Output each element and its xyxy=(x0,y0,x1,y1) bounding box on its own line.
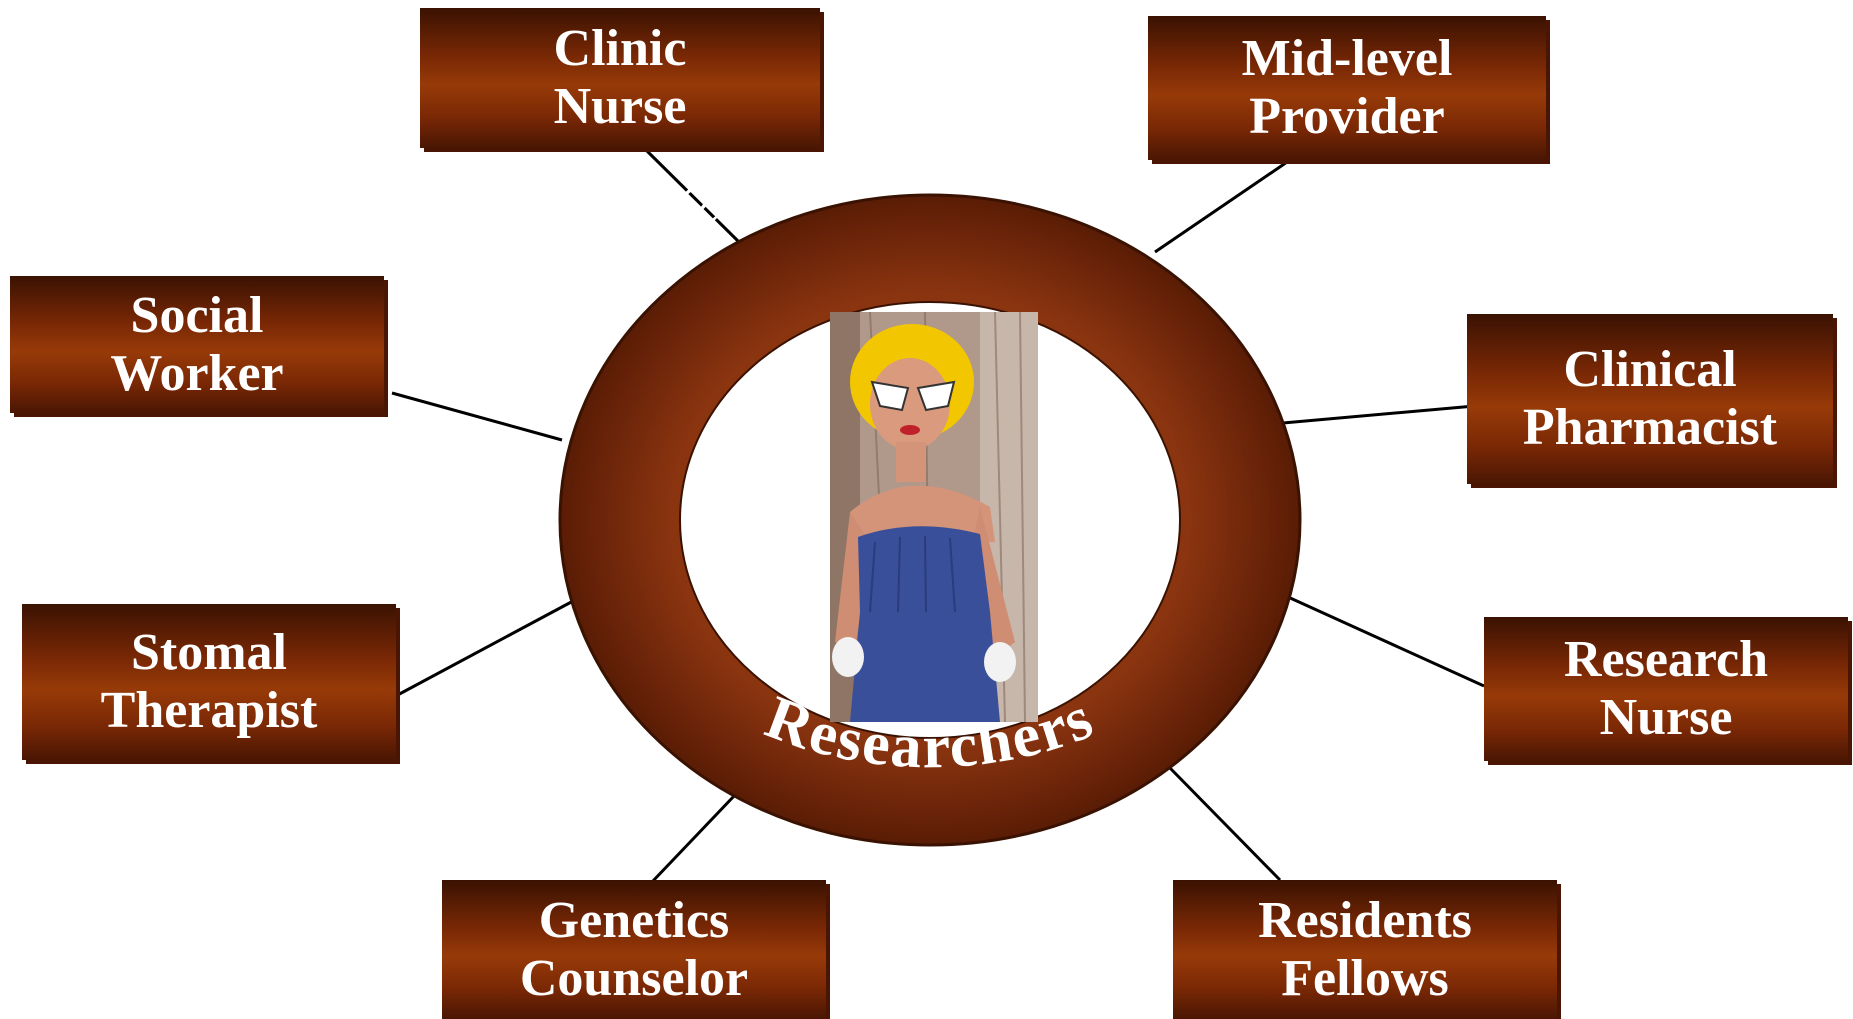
connector-stomal-therapist xyxy=(391,598,576,700)
role-mid-level-provider-line2: Provider xyxy=(1249,88,1445,145)
connector-social-worker xyxy=(391,391,563,442)
role-clinical-pharmacist-line1: Clinical xyxy=(1563,341,1737,398)
center-photo xyxy=(830,312,1038,722)
role-residents-fellows-line2: Fellows xyxy=(1281,949,1449,1007)
connector-clinical-pharmacist xyxy=(1282,403,1487,425)
role-clinic-nurse-line1: Clinic xyxy=(553,20,687,77)
role-research-nurse-line2: Nurse xyxy=(1599,689,1733,746)
role-research-nurse-line1: Research xyxy=(1563,631,1769,688)
role-box-stomal-therapist: Stomal Therapist xyxy=(22,604,396,760)
role-residents-fellows-line1: Residents xyxy=(1258,891,1472,949)
connector-research-nurse xyxy=(1287,595,1485,688)
role-clinical-pharmacist-line2: Pharmacist xyxy=(1522,399,1778,456)
role-mid-level-provider-line1: Mid-level xyxy=(1241,30,1453,87)
role-clinic-nurse-line2: Nurse xyxy=(553,78,687,135)
role-social-worker-line2: Worker xyxy=(110,344,284,402)
role-box-genetics-counselor: Genetics Counselor xyxy=(442,880,826,1019)
role-social-worker-line1: Social xyxy=(130,286,264,344)
connector-residents-fellows xyxy=(1168,766,1282,882)
role-box-clinical-pharmacist: Clinical Pharmacist xyxy=(1467,314,1833,484)
connector-genetics-counselor xyxy=(650,793,737,884)
role-genetics-counselor-line1: Genetics xyxy=(538,891,730,949)
role-box-clinic-nurse: Clinic Nurse xyxy=(420,8,820,148)
connector-clinic-nurse xyxy=(644,148,742,245)
role-box-mid-level-provider: Mid-level Provider xyxy=(1148,16,1546,160)
role-stomal-therapist-line1: Stomal xyxy=(131,624,287,681)
role-stomal-therapist-line2: Therapist xyxy=(100,682,318,739)
role-box-residents-fellows: Residents Fellows xyxy=(1173,880,1557,1019)
role-box-research-nurse: Research Nurse xyxy=(1484,617,1848,761)
role-genetics-counselor-line2: Counselor xyxy=(519,949,749,1007)
role-box-social-worker: Social Worker xyxy=(10,276,384,413)
connector-mid-level-provider xyxy=(1154,158,1291,254)
